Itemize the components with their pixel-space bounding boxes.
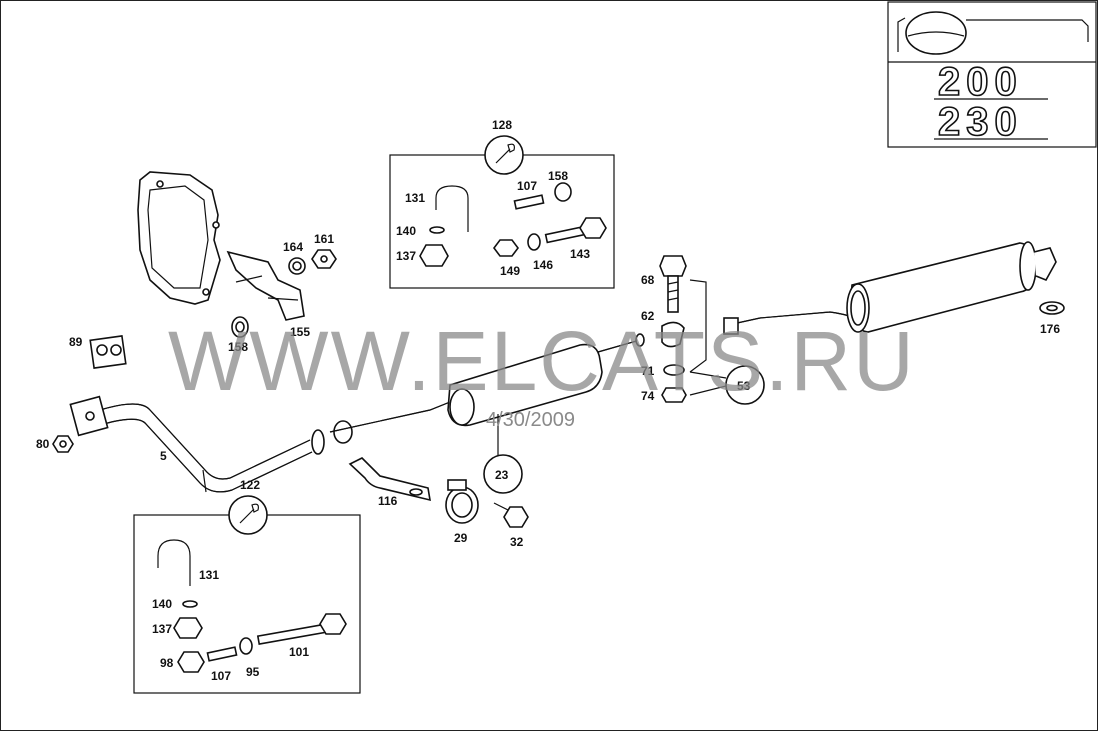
pipe-clamp — [311, 429, 325, 455]
kit122-label-101: 101 — [289, 645, 309, 659]
label-53: 53 — [737, 379, 751, 393]
watermark-date: 4/30/2009 — [486, 409, 575, 431]
exhaust-pipe-assembly — [52, 171, 1065, 528]
model-200-label: 200 — [938, 60, 1023, 104]
label-23: 23 — [495, 468, 509, 482]
label-5: 5 — [160, 449, 167, 463]
kit128-label-158: 158 — [548, 169, 568, 183]
transmission-bracket — [226, 250, 305, 321]
label-89: 89 — [69, 335, 83, 349]
callout-labels: 5 23 29 32 53 62 68 71 74 80 89 116 155 … — [36, 118, 1060, 683]
label-116: 116 — [378, 494, 398, 508]
kit122-label-131: 131 — [199, 568, 219, 582]
kit128-label-149: 149 — [500, 264, 520, 278]
label-80: 80 — [36, 437, 50, 451]
mounting-kit-128 — [389, 135, 615, 289]
rear-silencer — [723, 241, 1057, 335]
callout-53 — [725, 365, 765, 405]
kit128-label-131: 131 — [405, 191, 425, 205]
kit128-label-107: 107 — [517, 179, 537, 193]
label-32: 32 — [510, 535, 524, 549]
watermark-text: WWW.ELCATS.RU — [168, 314, 916, 408]
hanger-bracket — [348, 457, 431, 502]
kit128-label-146: 146 — [533, 258, 553, 272]
kit122-label-98: 98 — [160, 656, 174, 670]
front-exhaust-pipe — [69, 395, 313, 493]
label-74: 74 — [641, 389, 655, 403]
label-176: 176 — [1040, 322, 1060, 336]
label-71: 71 — [641, 364, 655, 378]
model-badge: 200 230 — [887, 1, 1097, 148]
hanger-hardware-53 — [659, 255, 729, 403]
transmission-housing — [137, 171, 221, 305]
kit128-label-137: 137 — [396, 249, 416, 263]
mounting-kit-122 — [133, 495, 361, 694]
label-68: 68 — [641, 273, 655, 287]
rubber-mount-158 — [231, 316, 249, 338]
label-161: 161 — [314, 232, 334, 246]
label-62: 62 — [641, 309, 655, 323]
manifold-gasket — [89, 335, 127, 369]
label-kit-122: 122 — [240, 478, 260, 492]
label-158: 158 — [228, 340, 248, 354]
model-230-label: 230 — [938, 100, 1023, 144]
kit122-label-140: 140 — [152, 597, 172, 611]
kit122-label-95: 95 — [246, 665, 260, 679]
label-155: 155 — [290, 325, 310, 339]
kit122-label-107: 107 — [211, 669, 231, 683]
label-kit-128: 128 — [492, 118, 512, 132]
kit128-label-143: 143 — [570, 247, 590, 261]
label-29: 29 — [454, 531, 468, 545]
bolt-32 — [493, 502, 529, 528]
center-silencer — [447, 333, 645, 456]
kit128-label-140: 140 — [396, 224, 416, 238]
callout-23 — [483, 454, 523, 494]
kit122-label-137: 137 — [152, 622, 172, 636]
label-164: 164 — [283, 240, 303, 254]
clamp-29 — [445, 479, 479, 524]
steering-wheel-icon — [897, 11, 1089, 55]
